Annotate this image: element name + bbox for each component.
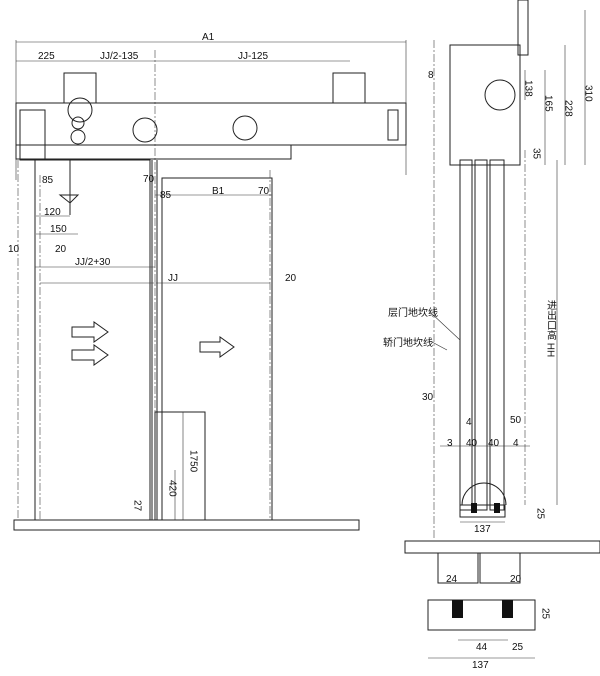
dim-8: 8 [428,70,434,81]
label-car-sill-line: 轿门地坎线 [383,336,433,349]
dim-20-b: 20 [285,273,297,284]
dim-a1: A1 [202,32,215,43]
dim-25-width: 25 [512,642,524,653]
dim-85: 85 [42,175,54,186]
dim-44: 44 [476,642,488,653]
sill-detail: 24 20 25 44 25 137 [404,540,600,671]
label-entrance-height: 进出口高 HH [545,300,557,357]
dim-50: 50 [510,415,522,426]
dim-1750: 1750 [188,450,199,473]
dim-225: 225 [38,51,55,62]
dim-jj2-30: JJ/2+30 [75,257,111,268]
dim-85-b: 85 [160,190,172,201]
dim-jj-125: JJ-125 [238,51,268,62]
dim-3: 3 [447,438,453,449]
dim-137-bottom: 137 [472,660,489,671]
dim-27: 27 [132,500,143,512]
dim-jj2-135: JJ/2-135 [100,51,139,62]
dim-35: 35 [531,148,542,160]
dim-b1: B1 [212,186,225,197]
dim-70: 70 [143,174,155,185]
front-view: A1 225 JJ/2-135 JJ-125 85 70 85 B1 70 12… [8,32,407,531]
dim-4-b: 4 [513,438,519,449]
side-view: 8 138 165 228 310 35 进出口高 HH 层门地坎线 轿门地坎线… [383,0,594,540]
open-direction-arrows [71,321,235,366]
dim-40: 40 [466,438,478,449]
dim-20: 20 [55,244,67,255]
dim-165: 165 [543,95,554,112]
dim-25: 25 [535,508,546,520]
dim-120: 120 [44,207,61,218]
dim-137: 137 [474,524,491,535]
dim-310: 310 [583,85,594,102]
dim-20: 20 [510,574,522,585]
dim-jj: JJ [168,273,178,284]
dim-138: 138 [523,80,534,97]
dim-228: 228 [563,100,574,117]
label-landing-sill-line: 层门地坎线 [388,306,438,319]
dim-420: 420 [167,480,178,497]
dim-25-height: 25 [540,608,551,620]
dim-4: 4 [466,417,472,428]
dim-70-b: 70 [258,186,270,197]
dim-10: 10 [8,244,20,255]
dim-150: 150 [50,224,67,235]
dim-30: 30 [422,392,434,403]
dim-24: 24 [446,574,458,585]
dim-40-b: 40 [488,438,500,449]
